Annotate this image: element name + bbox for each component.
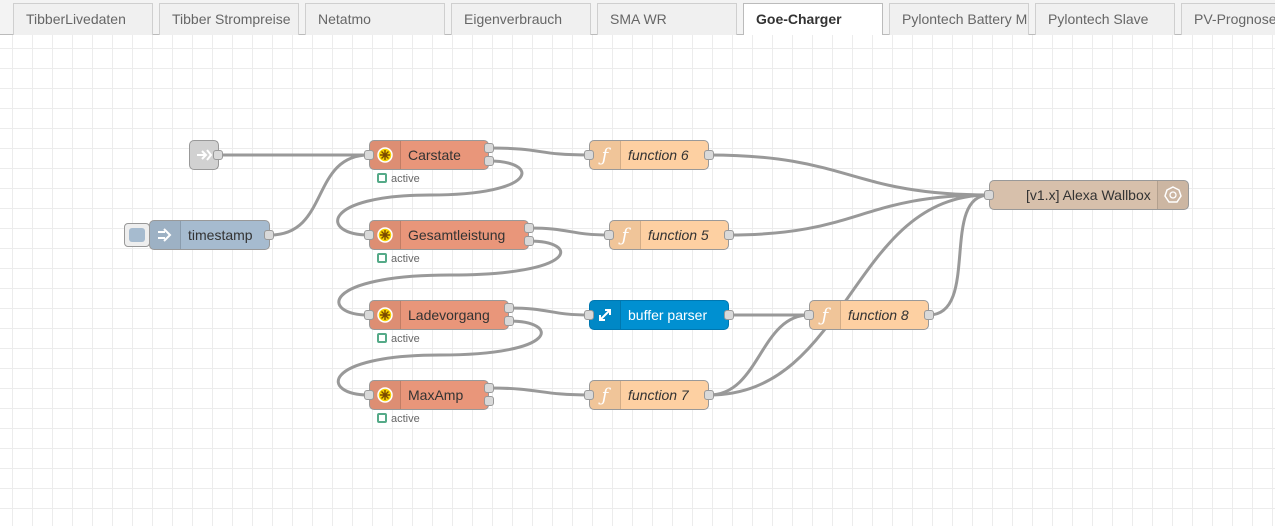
wire-carstate-function6[interactable] (488, 146, 590, 157)
carstate-node[interactable]: Carstate (364, 140, 494, 170)
tab-eigenverbrauch[interactable]: Eigenverbrauch (451, 3, 591, 35)
workspace-tabs: TibberLivedaten Tibber Strompreise Netat… (0, 0, 1275, 36)
function-icon: ƒ (810, 301, 841, 329)
buffer-parser-input-port[interactable] (584, 310, 594, 320)
gesamtleistung-output-port-2[interactable] (524, 236, 534, 246)
ladevorgang-output-port-1[interactable] (504, 303, 514, 313)
wire-ladevorgang-maxamp[interactable] (336, 319, 543, 397)
tab-netatmo[interactable]: Netatmo (305, 3, 445, 35)
carstate-label: Carstate (408, 147, 461, 163)
wire-carstate-gesamtleistung[interactable] (336, 159, 524, 237)
timestamp-label: timestamp (188, 227, 253, 243)
status-dot-icon (377, 173, 387, 183)
wire-function8-alexa[interactable] (928, 193, 990, 317)
function5-label: function 5 (648, 227, 709, 243)
maxamp-output-port-2[interactable] (484, 396, 494, 406)
wire-function7-function8[interactable] (708, 313, 810, 397)
gesamtleistung-output-port-1[interactable] (524, 223, 534, 233)
alexa-wallbox-node[interactable]: [v1.x] Alexa Wallbox (984, 180, 1189, 210)
function-icon: ƒ (590, 381, 621, 409)
carstate-output-port-2[interactable] (484, 156, 494, 166)
ladevorgang-output-port-2[interactable] (504, 316, 514, 326)
function7-input-port[interactable] (584, 390, 594, 400)
tab-tibberlivedaten[interactable]: TibberLivedaten (13, 3, 153, 35)
function-icon: ƒ (590, 141, 621, 169)
iobroker-icon (370, 381, 401, 409)
timestamp-output-port[interactable] (264, 230, 274, 240)
function8-output-port[interactable] (924, 310, 934, 320)
maxamp-output-port-1[interactable] (484, 383, 494, 393)
function5-input-port[interactable] (604, 230, 614, 240)
gesamtleistung-status-text: active (391, 253, 420, 265)
gesamtleistung-label: Gesamtleistung (408, 227, 506, 243)
iobroker-icon (370, 221, 401, 249)
wire-gesamtleistung-ladevorgang[interactable] (337, 239, 563, 317)
function5-output-port[interactable] (724, 230, 734, 240)
function7-label: function 7 (628, 387, 689, 403)
function6-node[interactable]: ƒ function 6 (584, 140, 714, 170)
wire-function5-alexa[interactable] (728, 193, 990, 237)
carstate-status-text: active (391, 173, 420, 185)
carstate-status: active (377, 173, 420, 185)
buffer-parser-node[interactable]: buffer parser (584, 300, 734, 330)
buffer-parser-label: buffer parser (628, 307, 708, 323)
timestamp-node[interactable]: timestamp (149, 220, 274, 250)
alexa-wallbox-label: [v1.x] Alexa Wallbox (1026, 187, 1151, 203)
gesamtleistung-input-port[interactable] (364, 230, 374, 240)
alexa-input-port[interactable] (984, 190, 994, 200)
maxamp-node[interactable]: MaxAmp (364, 380, 494, 410)
function-icon: ƒ (610, 221, 641, 249)
wire-function7-alexa[interactable] (708, 193, 990, 397)
inject-button[interactable] (124, 223, 150, 247)
wire-maxamp-function7[interactable] (488, 386, 590, 397)
function8-input-port[interactable] (804, 310, 814, 320)
status-dot-icon (377, 413, 387, 423)
alexa-icon (1157, 181, 1188, 209)
tab-goe-charger[interactable]: Goe-Charger (743, 3, 883, 36)
function7-output-port[interactable] (704, 390, 714, 400)
wire-timestamp-carstate[interactable] (269, 153, 370, 237)
function8-label: function 8 (848, 307, 909, 323)
maxamp-label: MaxAmp (408, 387, 464, 403)
wire-ladevorgang-buffer[interactable] (508, 306, 590, 317)
iobroker-icon (370, 301, 401, 329)
tab-pv-prognose[interactable]: PV-Prognose (1181, 3, 1275, 35)
gesamtleistung-status: active (377, 253, 420, 265)
tab-sma-wr[interactable]: SMA WR (597, 3, 737, 35)
function8-node[interactable]: ƒ function 8 (804, 300, 934, 330)
expand-arrows-icon (590, 301, 621, 329)
link-in-node[interactable] (189, 140, 223, 170)
carstate-output-port-1[interactable] (484, 143, 494, 153)
wire-function6-alexa[interactable] (708, 153, 990, 197)
status-dot-icon (377, 333, 387, 343)
status-dot-icon (377, 253, 387, 263)
maxamp-status-text: active (391, 413, 420, 425)
function5-node[interactable]: ƒ function 5 (604, 220, 734, 250)
gesamtleistung-node[interactable]: Gesamtleistung (364, 220, 534, 250)
maxamp-status: active (377, 413, 420, 425)
wire-gesamtleistung-function5[interactable] (528, 226, 610, 237)
function6-label: function 6 (628, 147, 689, 163)
inject-arrow-icon (150, 221, 181, 249)
maxamp-input-port[interactable] (364, 390, 374, 400)
function7-node[interactable]: ƒ function 7 (584, 380, 714, 410)
inject-button-inner (129, 228, 145, 242)
ladevorgang-node[interactable]: Ladevorgang (364, 300, 514, 330)
ladevorgang-label: Ladevorgang (408, 307, 490, 323)
function6-output-port[interactable] (704, 150, 714, 160)
link-in-output-port[interactable] (213, 150, 223, 160)
ladevorgang-status: active (377, 333, 420, 345)
function6-input-port[interactable] (584, 150, 594, 160)
tab-tibber-strompreise[interactable]: Tibber Strompreise (159, 3, 299, 35)
tab-pylontech-slave[interactable]: Pylontech Slave (1035, 3, 1175, 35)
tab-pylontech-battery[interactable]: Pylontech Battery M (889, 3, 1029, 35)
flow-workspace[interactable] (0, 35, 1275, 526)
ladevorgang-status-text: active (391, 333, 420, 345)
carstate-input-port[interactable] (364, 150, 374, 160)
ladevorgang-input-port[interactable] (364, 310, 374, 320)
buffer-parser-output-port[interactable] (724, 310, 734, 320)
iobroker-icon (370, 141, 401, 169)
